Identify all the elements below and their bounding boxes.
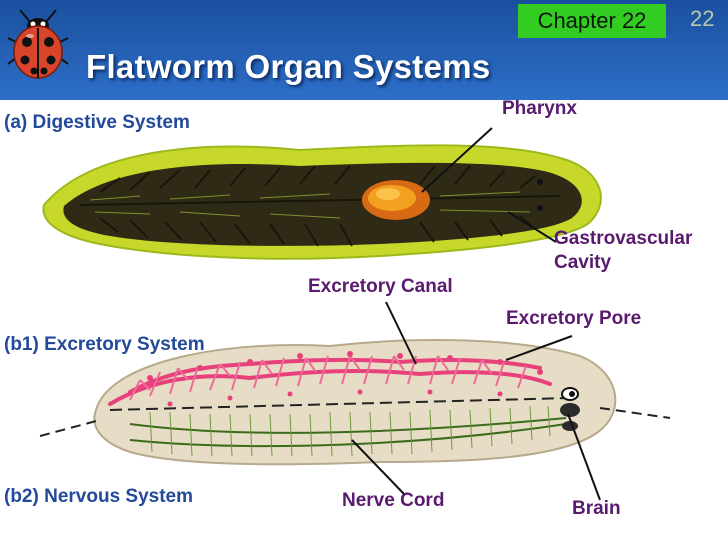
nerve-cord-pointer xyxy=(351,439,405,495)
label-gastrovascular-line2: Cavity xyxy=(554,252,612,273)
gastrovascular-pointer xyxy=(507,211,557,243)
label-pharynx: Pharynx xyxy=(502,98,577,119)
label-gastrovascular-line1: Gastrovascular xyxy=(554,228,693,249)
ladybug-icon xyxy=(7,9,69,79)
label-excretory-pore: Excretory Pore xyxy=(506,308,642,329)
label-brain: Brain xyxy=(572,498,621,519)
page-title: Flatworm Organ Systems xyxy=(86,48,491,85)
section-label-excretory: (b1) Excretory System xyxy=(4,334,205,355)
slide-number: 22 xyxy=(690,6,715,31)
chapter-badge: Chapter 22 xyxy=(518,4,666,38)
label-nerve-cord: Nerve Cord xyxy=(342,490,445,511)
excretory-canal-pointer xyxy=(385,301,417,365)
digestive-flatworm-illustration xyxy=(42,144,602,260)
label-excretory-canal: Excretory Canal xyxy=(308,276,453,297)
brain-pointer xyxy=(567,413,601,501)
section-label-digestive: (a) Digestive System xyxy=(4,112,190,133)
excretory-pore-pointer xyxy=(505,335,573,361)
section-label-nervous: (b2) Nervous System xyxy=(4,486,194,507)
pharynx-pointer xyxy=(421,127,493,193)
excretory-nervous-flatworm-illustration xyxy=(39,339,671,466)
